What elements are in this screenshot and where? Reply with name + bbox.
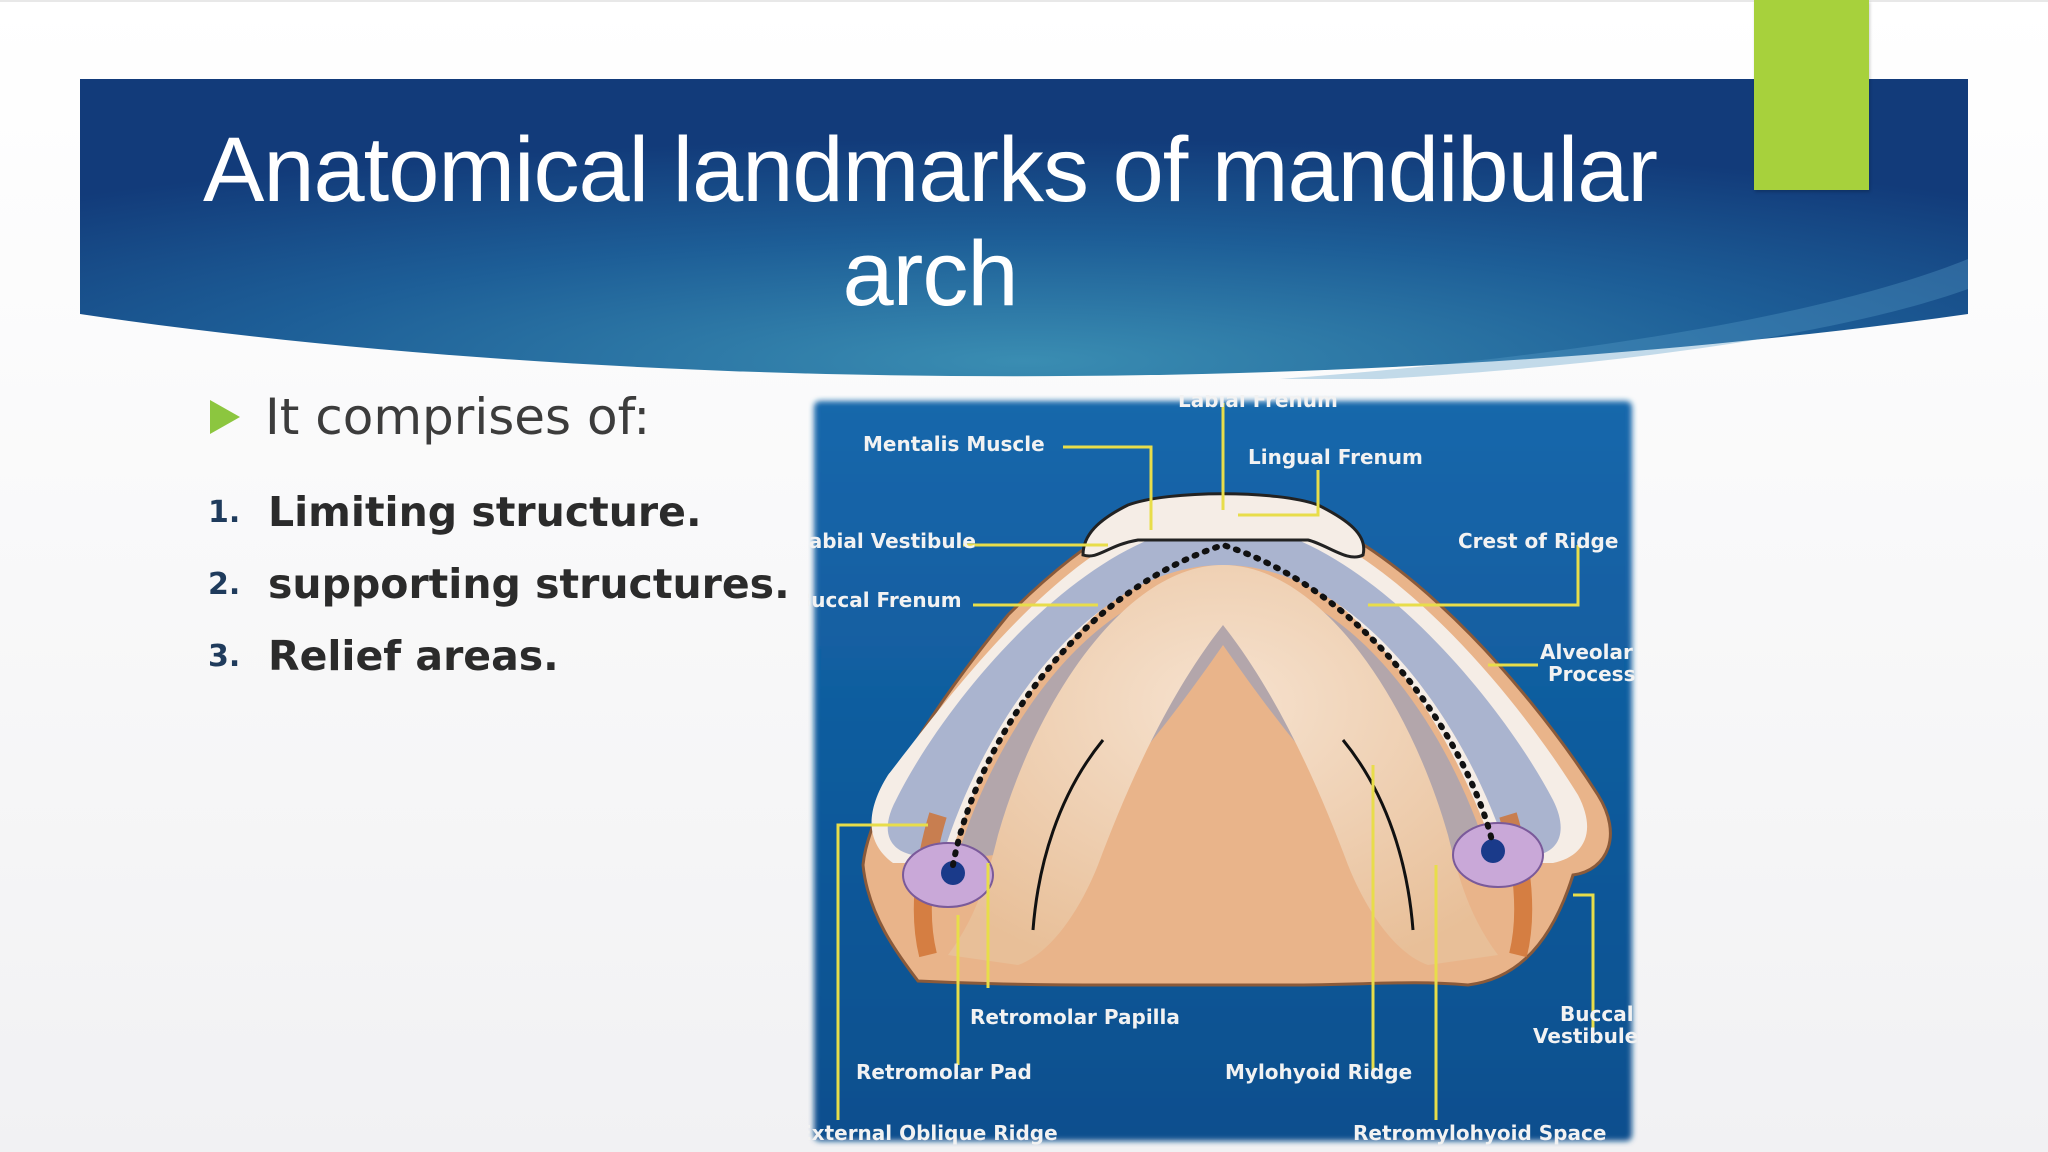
numbered-list: 1. Limiting structure. 2. supporting str…: [208, 476, 790, 692]
list-item: 2. supporting structures.: [208, 548, 790, 620]
top-divider: [0, 0, 2048, 2]
list-number: 1.: [208, 494, 241, 530]
label-alveolar-process: Process: [1548, 662, 1636, 686]
label-buccal-vestibule: Vestibule: [1533, 1024, 1638, 1048]
diagram-labels: Labial Frenum Mentalis Muscle Lingual Fr…: [808, 395, 1638, 1145]
mandibular-arch-diagram: Labial Frenum Mentalis Muscle Lingual Fr…: [808, 395, 1638, 1145]
accent-tab: [1754, 0, 1869, 190]
label-buccal-frenum: Buccal Frenum: [808, 588, 962, 612]
intro-bullet: It comprises of:: [210, 382, 650, 452]
label-retromolar-papilla: Retromolar Papilla: [970, 1005, 1180, 1029]
list-number: 3.: [208, 638, 241, 674]
label-retromylohyoid-space: Retromylohyoid Space: [1353, 1121, 1606, 1145]
list-item: 3. Relief areas.: [208, 620, 790, 692]
list-item: 1. Limiting structure.: [208, 476, 790, 548]
label-mylohyoid-ridge: Mylohyoid Ridge: [1225, 1060, 1412, 1084]
list-text: Limiting structure.: [268, 488, 702, 536]
label-labial-frenum: Labial Frenum: [1178, 395, 1338, 412]
title-banner: [80, 79, 1968, 379]
label-lingual-frenum: Lingual Frenum: [1248, 445, 1423, 469]
triangle-bullet-icon: [210, 400, 240, 434]
label-external-oblique-ridge: External Oblique Ridge: [808, 1121, 1058, 1145]
label-mentalis-muscle: Mentalis Muscle: [863, 432, 1045, 456]
list-text: supporting structures.: [268, 560, 790, 608]
label-buccal-vestibule: Buccal: [1560, 1002, 1634, 1026]
list-number: 2.: [208, 566, 241, 602]
arch-illustration: [861, 492, 1612, 987]
label-alveolar-process: Alveolar: [1540, 640, 1633, 664]
list-text: Relief areas.: [268, 632, 559, 680]
leader-lines: [836, 403, 1595, 1120]
label-retromolar-pad: Retromolar Pad: [856, 1060, 1032, 1084]
label-labial-vestibule: Labial Vestibule: [808, 529, 976, 553]
label-crest-of-ridge: Crest of Ridge: [1458, 529, 1618, 553]
slide-title: Anatomical landmarks of mandibular arch: [202, 119, 1658, 325]
intro-text: It comprises of:: [265, 388, 651, 446]
